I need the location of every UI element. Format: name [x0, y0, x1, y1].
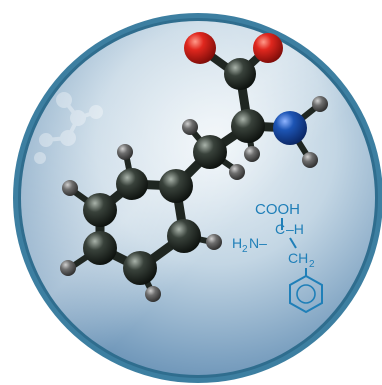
carbon-atom: [123, 251, 157, 285]
carbon-atom: [167, 219, 201, 253]
carbon-atom: [116, 168, 148, 200]
faint-molecule-graphic: [34, 92, 103, 164]
formula-vertical-bond-bottom: [289, 237, 297, 249]
carbon-atom: [83, 231, 117, 265]
oxygen-atom: [253, 33, 283, 63]
carbon-atom: [193, 135, 227, 169]
hydrogen-atom: [244, 146, 260, 162]
formula-amine-subscript: 2: [242, 244, 248, 255]
formula-alpha-hydrogen: –H: [286, 221, 304, 237]
hydrogen-atom: [117, 144, 133, 160]
hydrogen-atom: [145, 286, 161, 302]
formula-ch2-subscript: 2: [309, 259, 315, 270]
hydrogen-atom: [229, 164, 245, 180]
hydrogen-atom: [182, 119, 198, 135]
hydrogen-atom: [206, 234, 222, 250]
carbon-atom: [224, 58, 256, 90]
hydrogen-atom: [302, 152, 318, 168]
hydrogen-atom: [62, 180, 78, 196]
hydrogen-atom: [312, 96, 328, 112]
formula-amine-h: H: [232, 235, 242, 251]
hydrogen-atom: [60, 260, 76, 276]
formula-alpha-carbon: C: [275, 221, 285, 237]
carbon-atom: [231, 109, 265, 143]
nitrogen-atom: [273, 111, 307, 145]
formula-cooh: COOH: [255, 201, 300, 218]
benzene-ring-icon: [289, 274, 323, 314]
formula-amine-n: N–: [249, 235, 267, 251]
formula-ch2: CH: [288, 250, 308, 266]
oxygen-atom: [184, 32, 216, 64]
carbon-atom: [83, 193, 117, 227]
structural-formula: COOH H 2 N– C –H CH 2: [232, 201, 323, 314]
carbon-atom: [159, 169, 193, 203]
ball-and-stick-model: [60, 32, 328, 302]
